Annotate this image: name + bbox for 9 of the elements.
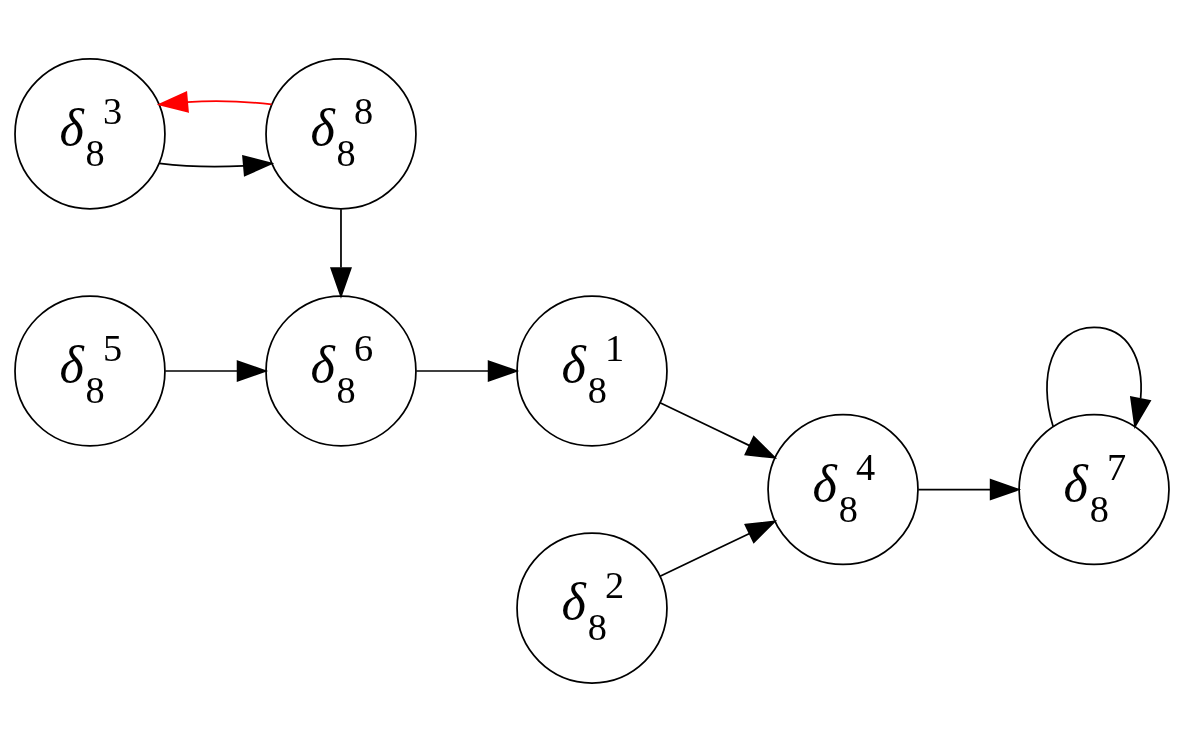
arrow — [330, 208, 352, 299]
arrow — [659, 401, 778, 459]
arrow — [158, 154, 275, 177]
arrow — [917, 478, 1022, 501]
arrow — [164, 360, 269, 382]
arrow — [659, 520, 778, 578]
arrow — [415, 360, 520, 382]
arrow — [1046, 326, 1152, 429]
arrow — [156, 91, 273, 113]
